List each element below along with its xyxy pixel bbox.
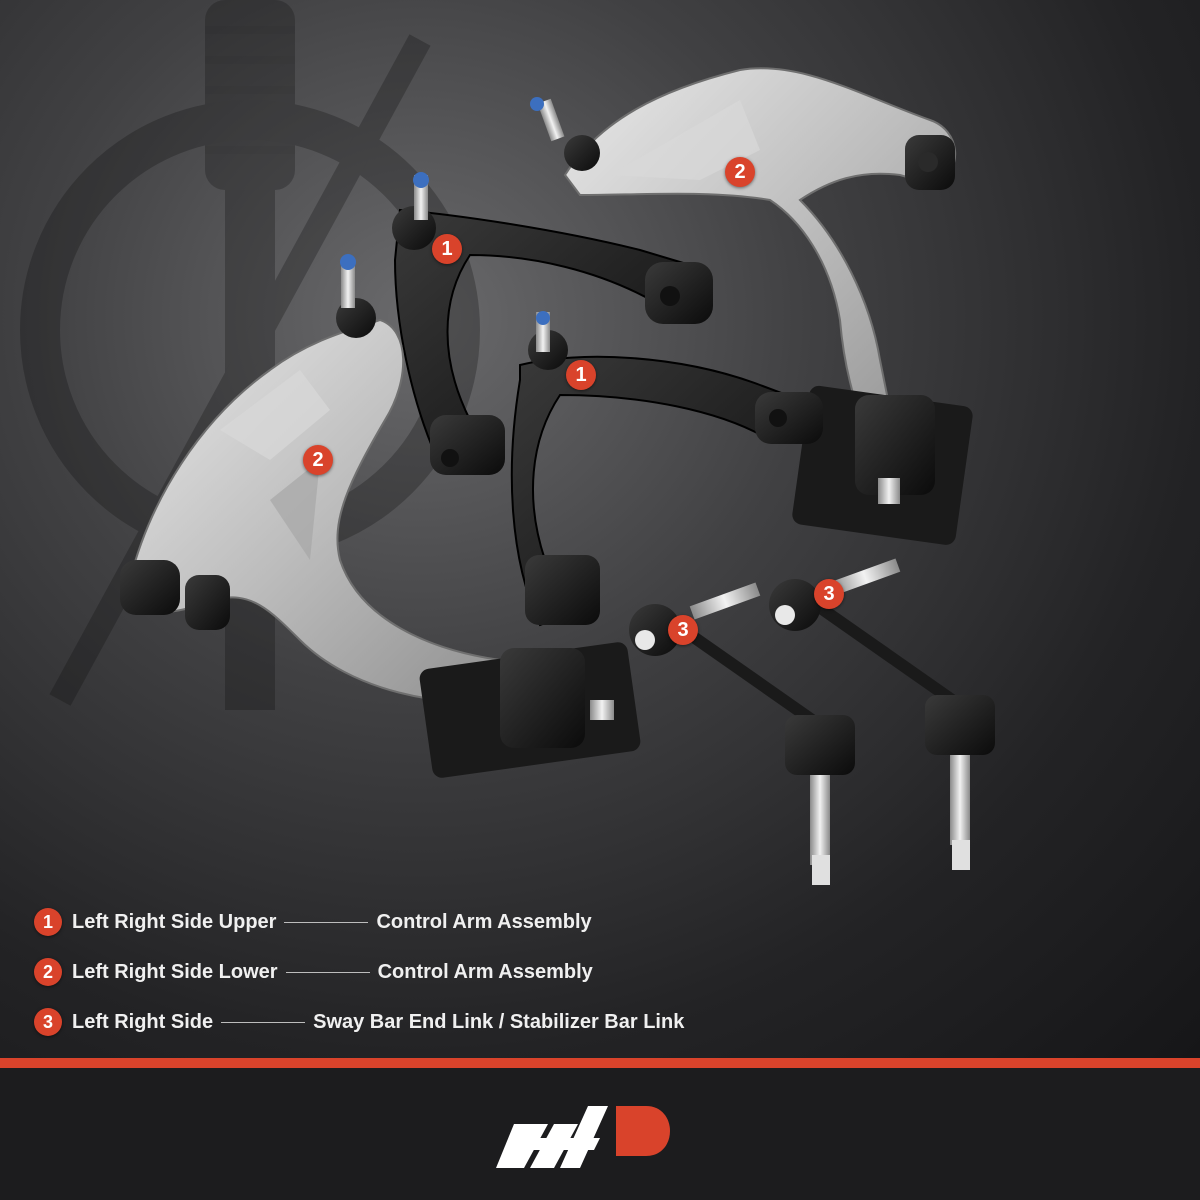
product-photo-area: 1 1 2 2 3 3 — [0, 0, 1200, 1060]
part-badge-3-right: 3 — [814, 579, 844, 609]
legend-divider-2 — [285, 971, 370, 973]
accent-divider — [0, 1058, 1200, 1068]
product-illustration — [120, 67, 995, 885]
legend-badge-1: 1 — [34, 908, 62, 936]
sway-bar-link-right — [769, 558, 995, 870]
lower-control-arm-right — [530, 67, 973, 545]
upper-control-arm-back — [392, 172, 713, 475]
upper-control-arm-front — [510, 311, 823, 627]
part-badge-2-left: 2 — [303, 445, 333, 475]
legend-divider-1 — [284, 921, 369, 923]
part-badge-1-back: 1 — [432, 234, 462, 264]
legend-badge-2: 2 — [34, 958, 62, 986]
legend-badge-3: 3 — [34, 1008, 62, 1036]
sway-bar-link-left — [629, 582, 855, 885]
legend-row-1: 1 Left Right Side Upper Control Arm Asse… — [34, 905, 592, 939]
part-badge-2-right: 2 — [725, 157, 755, 187]
legend-divider-3 — [221, 1021, 306, 1023]
legend-row-3: 3 Left Right Side Sway Bar End Link / St… — [34, 1005, 684, 1039]
legend-side-3: Left Right Side — [72, 1010, 214, 1033]
legend-side-2: Left Right Side Lower — [72, 960, 278, 983]
lower-control-arm-left — [120, 254, 641, 778]
brand-logo-icon — [496, 1106, 670, 1168]
part-badge-1-front: 1 — [566, 360, 596, 390]
legend-part-1: Control Arm Assembly — [376, 910, 592, 933]
legend-part-3: Sway Bar End Link / Stabilizer Bar Link — [313, 1010, 685, 1033]
part-badge-3-left: 3 — [668, 615, 698, 645]
legend-side-1: Left Right Side Upper — [72, 910, 277, 933]
legend-part-2: Control Arm Assembly — [377, 960, 593, 983]
legend-row-2: 2 Left Right Side Lower Control Arm Asse… — [34, 955, 593, 989]
